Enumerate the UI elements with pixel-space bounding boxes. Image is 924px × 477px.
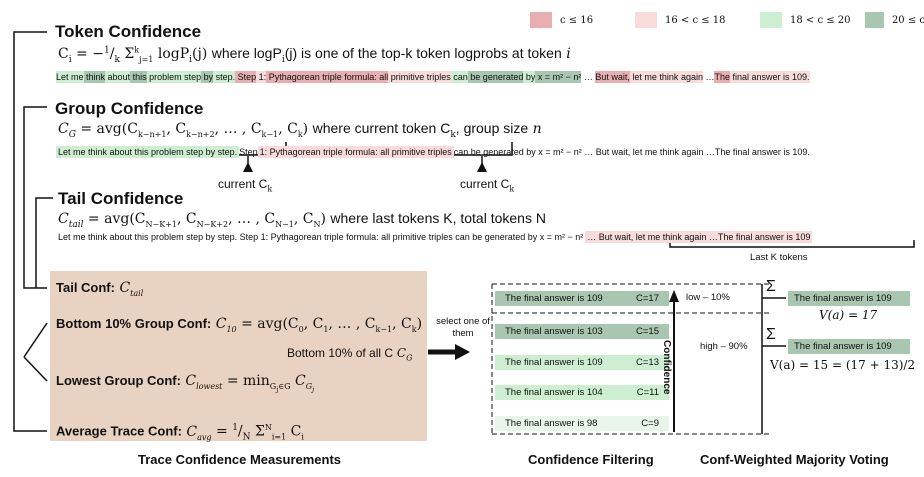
last-k-label: Last K tokens	[750, 252, 808, 263]
group-confidence-formula: CG = avg(Ck−n+1, Ck−n+2, … , Ck−1, Ck) w…	[58, 120, 542, 140]
token-chip: this	[130, 71, 147, 83]
tail-conf-measure: Tail Conf: Ctail	[56, 280, 144, 298]
token-chip: But wait,	[595, 71, 630, 83]
tail-token-sequence: Let me think about this problem step by …	[58, 230, 813, 244]
token-chip: let	[629, 71, 642, 83]
token-chip: final answer is	[730, 71, 790, 83]
token-chip: again	[678, 71, 703, 83]
vote-value-2: V(a) = 15 = (17 + 13)/2	[770, 358, 916, 372]
token-chip: step	[181, 71, 202, 83]
current-token-label-1: current Ck	[218, 177, 273, 194]
token-chip: be generated	[467, 71, 524, 83]
legend: c ≤ 16 16 < c ≤ 18 18 < c ≤ 20 20 ≤ c	[530, 12, 924, 28]
lowest-conf-measure: Lowest Group Conf: Clowest = minGj∈G CGj	[56, 373, 315, 394]
bottom-note: Bottom 10% of all C CG	[287, 346, 413, 363]
tail-confidence-title: Tail Confidence	[58, 189, 184, 208]
average-conf-measure: Average Trace Conf: Cavg = 1/N ΣNi=1 Ci	[56, 423, 304, 443]
token-chip: think	[83, 71, 106, 83]
token-chip: 1:	[256, 71, 267, 83]
token-chip: Let	[56, 71, 69, 83]
tail-plain-text: Let me think about this problem step by …	[58, 232, 584, 242]
group-text-rest: can be generated by x = m² − n² … But wa…	[453, 147, 810, 157]
vote-value-1: V(a) = 17	[819, 308, 878, 322]
token-chip: The	[714, 71, 730, 83]
token-chip: 109.	[789, 71, 810, 83]
token-chip: step.	[213, 71, 236, 83]
token-chip: all	[376, 71, 389, 83]
token-chip: x = m² − n²	[535, 71, 582, 83]
token-chip: by	[523, 71, 536, 83]
token-confidence-title: Token Confidence	[55, 22, 202, 41]
tail-window: … But wait, let me think again …The fina…	[585, 231, 813, 243]
voting-caption: Conf-Weighted Majority Voting	[700, 452, 889, 467]
sum-symbol: Σ	[766, 326, 776, 343]
token-chip: me	[68, 71, 84, 83]
token-chip: Pythagorean triple formula:	[266, 71, 377, 83]
token-chip: primitive triples	[388, 71, 451, 83]
current-token-label-2: current Ck	[460, 177, 515, 194]
filtering-caption: Confidence Filtering	[528, 452, 654, 467]
measurements-panel	[50, 271, 427, 441]
vote-result-2: The final answer is 109	[788, 339, 910, 354]
group-text: Step	[239, 147, 258, 157]
low-label: low – 10%	[684, 292, 732, 303]
token-chip: by	[201, 71, 214, 83]
tail-confidence-formula: Ctail = avg(CN−K+1, CN−K+2, … , CN−1, CN…	[58, 210, 546, 230]
high-label: high – 90%	[698, 341, 750, 352]
token-chip: …	[581, 71, 596, 83]
legend-item: 18 < c ≤ 20	[760, 12, 865, 28]
token-chip: me think	[641, 71, 679, 83]
token-confidence-formula: Ci = −1/k Σkj=1 logPi(j) where logPi(j) …	[58, 45, 571, 65]
select-label: select one of them	[436, 316, 490, 339]
group-token-sequence: Let me think about this problem step by …	[56, 145, 810, 159]
confidence-axis-label: Confidence	[661, 340, 672, 395]
legend-item: 20 ≤ c	[865, 12, 924, 28]
legend-item: 16 < c ≤ 18	[635, 12, 760, 28]
legend-item: c ≤ 16	[530, 12, 635, 28]
token-chip: Step	[235, 71, 257, 83]
token-chip: can	[450, 71, 468, 83]
group-window-1: Let me think about this problem step by …	[56, 146, 240, 158]
group-window-2: 1: Pythagorean triple formula: all primi…	[257, 146, 454, 158]
token-sequence: Let me think about this problem step by …	[56, 70, 810, 84]
bottom-conf-measure: Bottom 10% Group Conf: C10 = avg(C0, C1,…	[56, 316, 423, 334]
group-confidence-title: Group Confidence	[55, 99, 204, 118]
vote-result-1: The final answer is 109	[788, 291, 910, 306]
token-chip: about	[105, 71, 131, 83]
measurements-caption: Trace Confidence Measurements	[138, 452, 342, 467]
token-chip: problem	[146, 71, 182, 83]
token-chip: …	[702, 71, 715, 83]
sum-symbol: Σ	[766, 278, 776, 295]
